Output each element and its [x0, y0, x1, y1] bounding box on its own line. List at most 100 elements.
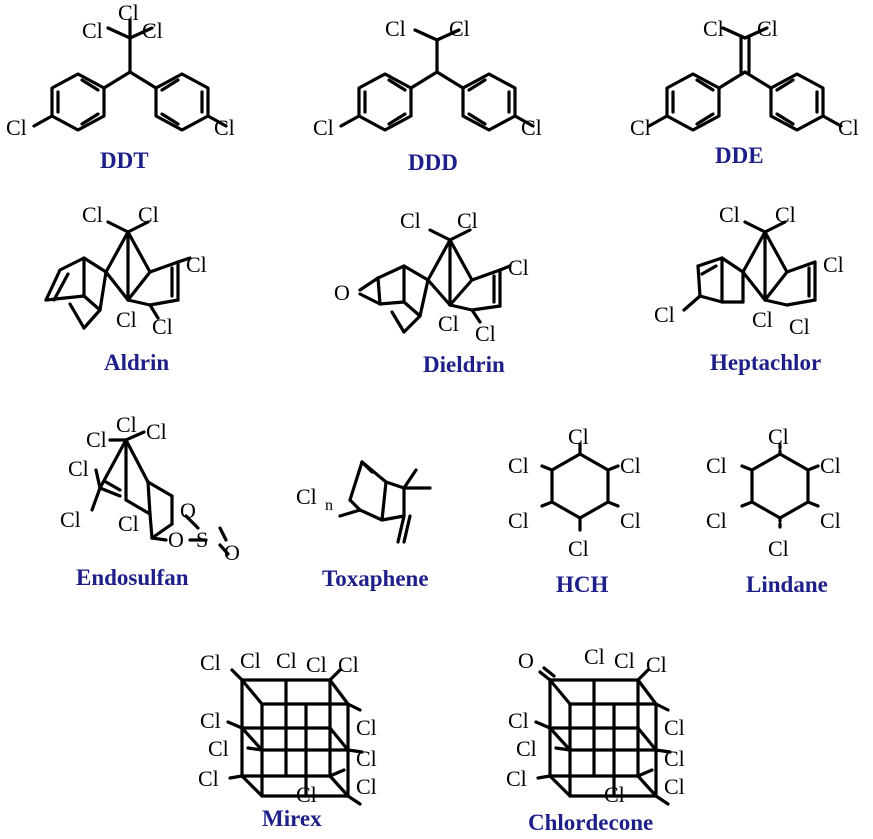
- atom-cl: Cl: [768, 536, 789, 561]
- atom-cl: Cl: [457, 208, 478, 233]
- atom-cl: Cl: [584, 644, 605, 669]
- toxaphene-structure: Cl n: [296, 460, 432, 544]
- atom-cl: Cl: [68, 456, 89, 481]
- atom-cl: Cl: [438, 311, 459, 336]
- atom-cl: Cl: [338, 652, 359, 677]
- atom-cl: Cl: [82, 18, 103, 43]
- mirex-structure: Cl Cl Cl Cl Cl Cl Cl Cl Cl Cl Cl Cl: [198, 648, 377, 807]
- aldrin-structure: Cl Cl Cl Cl Cl: [44, 202, 207, 339]
- atom-cl: Cl: [654, 302, 675, 327]
- atom-cl: Cl: [620, 453, 641, 478]
- atom-o: O: [518, 648, 534, 673]
- atom-cl: Cl: [508, 508, 529, 533]
- atom-s: S: [196, 527, 208, 552]
- compound-label-dieldrin: Dieldrin: [423, 352, 505, 377]
- atom-o: O: [168, 527, 184, 552]
- atom-cl: Cl: [276, 648, 297, 673]
- atom-cl: Cl: [508, 255, 529, 280]
- atom-cl: Cl: [789, 314, 810, 339]
- atom-cl: Cl: [296, 782, 317, 807]
- atom-cl: Cl: [630, 115, 651, 140]
- atom-cl: Cl: [385, 16, 406, 41]
- atom-cl: Cl: [86, 427, 107, 452]
- compound-label-aldrin: Aldrin: [104, 350, 169, 375]
- atom-o: O: [334, 280, 350, 305]
- dieldrin-structure: O Cl Cl Cl Cl Cl: [334, 208, 529, 346]
- atom-cl: Cl: [820, 508, 841, 533]
- hch-structure: Cl Cl Cl Cl Cl Cl: [508, 424, 641, 561]
- atom-cl: Cl: [521, 115, 542, 140]
- atom-cl: Cl: [152, 314, 173, 339]
- atom-cl: Cl: [6, 115, 27, 140]
- atom-cl: Cl: [118, 511, 139, 536]
- atom-cl: Cl: [719, 202, 740, 227]
- atom-cl: Cl: [664, 774, 685, 799]
- ddd-structure: Cl Cl Cl Cl: [313, 16, 542, 140]
- compound-label-hch: HCH: [556, 572, 609, 597]
- atom-cl: Cl: [138, 202, 159, 227]
- compound-label-heptachlor: Heptachlor: [710, 350, 821, 375]
- lindane-structure: Cl Cl Cl Cl Cl Cl: [706, 424, 841, 561]
- atom-cl: Cl: [142, 18, 163, 43]
- compound-label-toxaphene: Toxaphene: [322, 566, 429, 591]
- atom-cl: Cl: [568, 424, 589, 449]
- atom-subscript-n: n: [325, 497, 333, 514]
- atom-cl: Cl: [118, 0, 139, 25]
- compound-label-mirex: Mirex: [262, 806, 322, 831]
- compound-label-ddd: DDD: [408, 150, 458, 175]
- compound-label-endosulfan: Endosulfan: [76, 565, 189, 590]
- atom-cl: Cl: [823, 252, 844, 277]
- atom-cl: Cl: [313, 115, 334, 140]
- atom-cl: Cl: [775, 202, 796, 227]
- atom-cl: Cl: [568, 536, 589, 561]
- atom-cl: Cl: [706, 453, 727, 478]
- atom-cl: Cl: [508, 708, 529, 733]
- compound-label-ddt: DDT: [100, 148, 149, 173]
- atom-cl: Cl: [400, 208, 421, 233]
- atom-cl: Cl: [449, 16, 470, 41]
- atom-cl: Cl: [620, 508, 641, 533]
- atom-cl: Cl: [768, 424, 789, 449]
- atom-cl: Cl: [614, 648, 635, 673]
- atom-o: O: [180, 498, 196, 523]
- atom-cl: Cl: [664, 746, 685, 771]
- atom-cl: Cl: [240, 648, 261, 673]
- atom-cl: Cl: [506, 766, 527, 791]
- atom-cl: Cl: [838, 115, 859, 140]
- atom-cl: Cl: [306, 652, 327, 677]
- atom-cl: Cl: [604, 782, 625, 807]
- chlordecone-structure: O Cl Cl Cl Cl Cl Cl Cl Cl Cl Cl: [506, 644, 685, 807]
- atom-cl: Cl: [200, 650, 221, 675]
- atom-cl: Cl: [146, 419, 167, 444]
- atom-cl: Cl: [516, 736, 537, 761]
- atom-cl: Cl: [752, 307, 773, 332]
- atom-cl: Cl: [646, 652, 667, 677]
- atom-cl: Cl: [116, 307, 137, 332]
- atom-cl: Cl: [508, 453, 529, 478]
- dde-structure: Cl Cl Cl Cl: [630, 16, 859, 140]
- atom-cl: Cl: [116, 412, 137, 437]
- atom-cl: Cl: [200, 708, 221, 733]
- compound-label-dde: DDE: [715, 143, 764, 168]
- atom-cl: Cl: [757, 16, 778, 41]
- atom-cl: Cl: [820, 453, 841, 478]
- compound-label-lindane: Lindane: [746, 572, 828, 597]
- atom-cl: Cl: [82, 202, 103, 227]
- atom-cl: Cl: [208, 736, 229, 761]
- atom-cl: Cl: [186, 252, 207, 277]
- atom-cl: Cl: [664, 715, 685, 740]
- atom-cl: Cl: [475, 321, 496, 346]
- atom-cl: Cl: [198, 766, 219, 791]
- atom-o: O: [224, 540, 240, 565]
- atom-cl: Cl: [214, 115, 235, 140]
- atom-cl: Cl: [296, 484, 317, 509]
- atom-cl: Cl: [356, 715, 377, 740]
- compound-label-chlordecone: Chlordecone: [528, 810, 653, 835]
- atom-cl: Cl: [356, 774, 377, 799]
- endosulfan-structure: Cl Cl Cl Cl Cl Cl O O S O: [60, 412, 240, 565]
- atom-cl: Cl: [703, 16, 724, 41]
- atom-cl: Cl: [706, 508, 727, 533]
- atom-cl: Cl: [356, 746, 377, 771]
- ddt-structure: Cl Cl Cl Cl Cl: [6, 0, 235, 140]
